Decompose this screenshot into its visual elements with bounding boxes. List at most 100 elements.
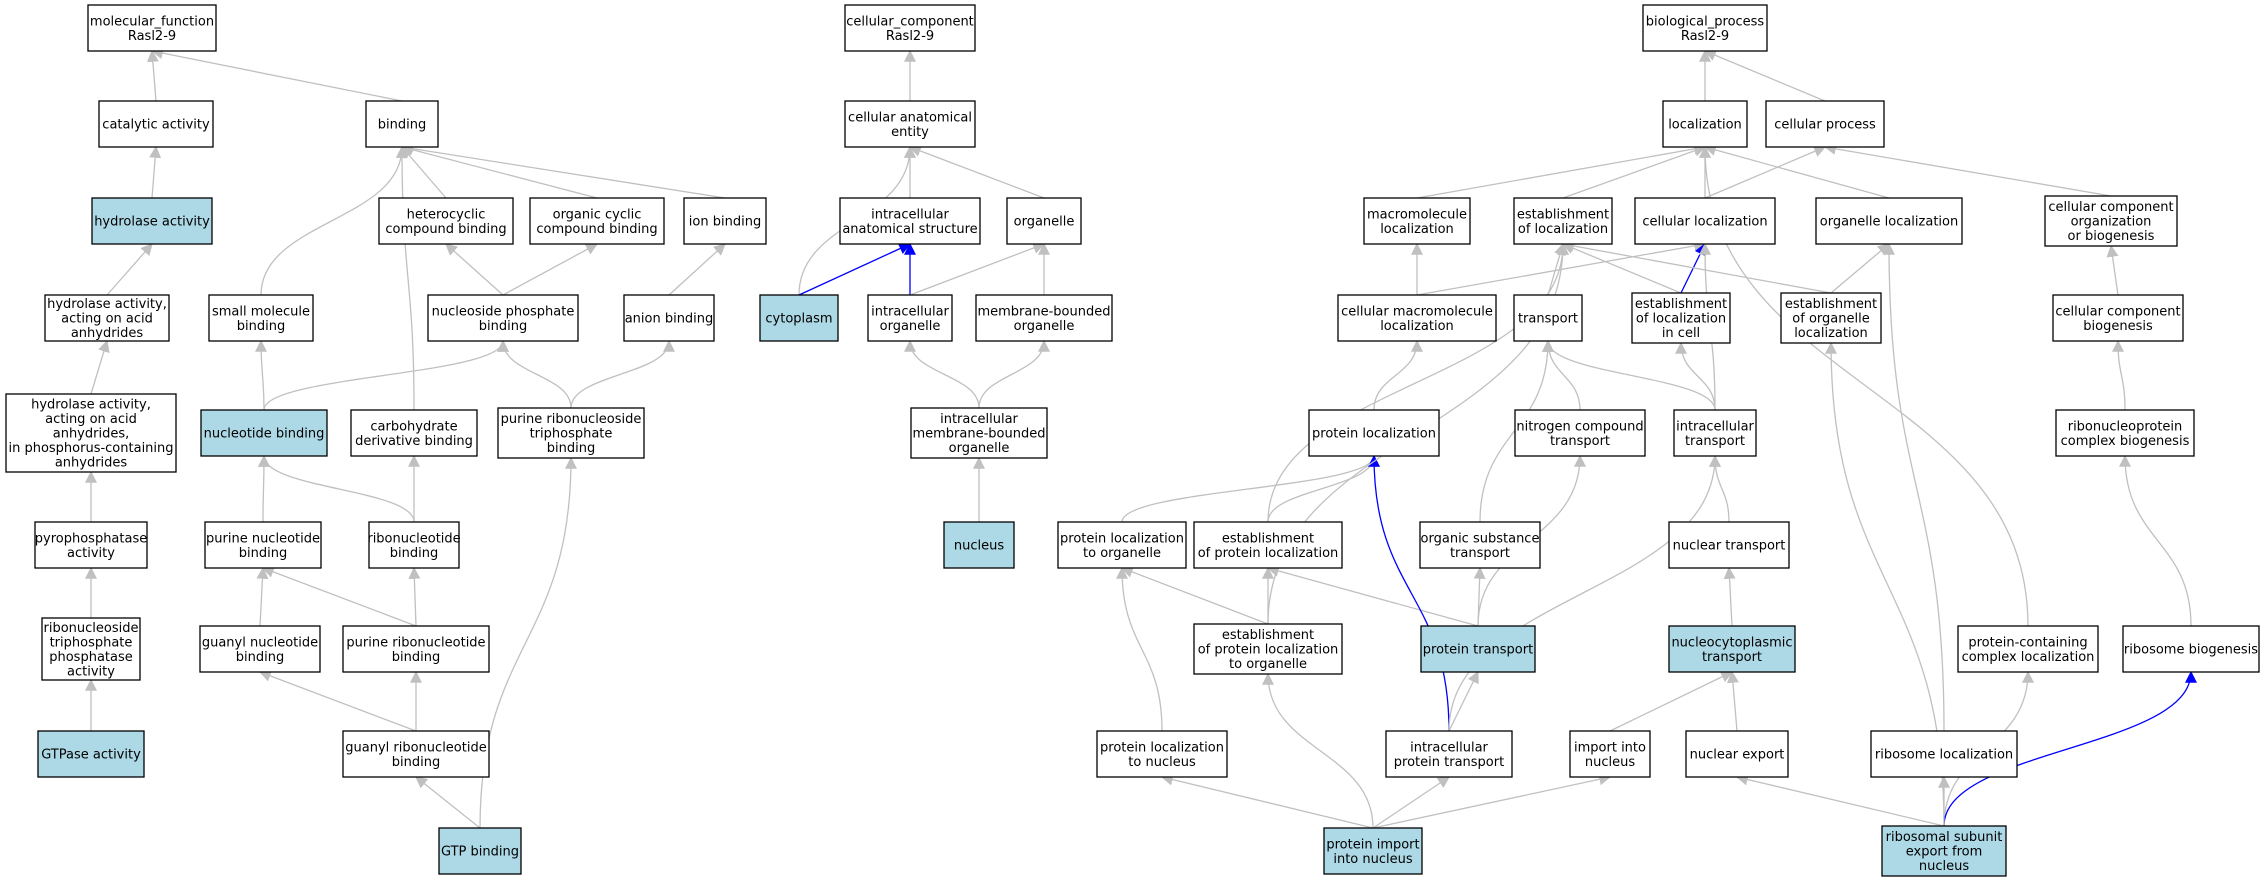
edge-intracell_membrane_organelle-to-membrane_organelle	[978, 339, 1050, 409]
node-anion-binding: anion binding	[623, 294, 715, 342]
node-box	[1780, 292, 1882, 344]
node-label: establishment	[1785, 297, 1877, 312]
node-label: transport	[1685, 434, 1745, 449]
edge-heterocyclic-to-binding	[401, 146, 447, 199]
edge-intracell_prot_transport-to-protein_transport	[1448, 670, 1479, 732]
node-label: cytoplasm	[765, 312, 832, 327]
node-label: pyrophosphatase	[35, 531, 147, 546]
edge-gtp_binding-to-purine_ribonucleoside_tp	[479, 456, 577, 829]
node-transport: transport	[1513, 294, 1583, 342]
node-label: molecular_function	[90, 14, 214, 29]
edge-intracell_transport-to-est_loc_cell	[1675, 341, 1716, 411]
node-label: or biogenesis	[2068, 229, 2155, 244]
node-label: cellular component	[2055, 304, 2180, 319]
edge-cc_biogenesis-to-cc_org	[2106, 244, 2119, 296]
node-label: ribosome biogenesis	[2124, 643, 2258, 658]
edge-intracell_prot_transport-to-intracell_transport	[1448, 454, 1721, 732]
node-label: of protein localization	[1198, 643, 1339, 658]
node-label: transport	[1450, 546, 1510, 561]
node-label: localization	[1380, 319, 1454, 334]
node-nucleotide-binding: nucleotide binding	[200, 409, 328, 457]
node-organelle-loc: organelle localization	[1815, 197, 1963, 245]
edge-purine_ribonucleotide-to-purine_nucleotide	[261, 566, 417, 627]
edge-import_nucleus-to-nucleocyto_transport	[1609, 671, 1734, 732]
node-label: Rasl2-9	[1681, 29, 1729, 44]
node-box	[438, 827, 522, 875]
node-box	[37, 730, 145, 778]
node-box	[2055, 409, 2195, 457]
edge-anion_binding-to-ion_binding	[668, 243, 726, 296]
node-box	[199, 625, 321, 673]
node-box	[1514, 409, 1646, 457]
node-label: purine ribonucleoside	[501, 412, 642, 427]
node-box	[41, 617, 141, 681]
node-box	[1685, 730, 1789, 778]
node-label: complex biogenesis	[2061, 434, 2190, 449]
edge-organic_transport-to-transport	[1479, 339, 1554, 523]
node-label: establishment	[1635, 297, 1727, 312]
node-label: binding	[236, 650, 284, 665]
edge-nucleocyto_transport-to-nuclear_transport	[1723, 566, 1736, 627]
node-box	[1668, 521, 1790, 569]
node-box	[1513, 197, 1613, 245]
node-box	[208, 294, 314, 342]
node-label: intracellular	[940, 412, 1018, 427]
edge-ion_binding-to-binding	[400, 142, 726, 199]
node-box	[204, 521, 322, 569]
edge-cytoplasm-to-intracell_anat	[798, 243, 912, 296]
node-label: purine ribonucleotide	[346, 635, 485, 650]
edge-protein_import_nucleus-to-est_prot_loc_organelle	[1262, 672, 1374, 829]
node-label: cellular process	[1774, 118, 1876, 133]
node-label: Rasl2-9	[886, 29, 934, 44]
node-box	[1006, 197, 1082, 245]
node-label: organic cyclic	[553, 207, 642, 222]
node-label: phosphatase	[49, 650, 133, 665]
node-label: nucleus	[1919, 859, 1969, 874]
node-label: nucleotide binding	[204, 427, 325, 442]
node-box	[1057, 521, 1187, 569]
node-label: to nucleus	[1128, 755, 1196, 770]
node-label: of localization	[1636, 312, 1726, 327]
node-label: hydrolase activity,	[31, 398, 151, 413]
edge-nucleoside_phos-to-organic_cyclic	[502, 243, 599, 296]
node-label: protein localization	[1100, 740, 1224, 755]
node-rntp-phosphatase: ribonucleosidetriphosphatephosphataseact…	[41, 617, 141, 681]
node-box	[200, 409, 328, 457]
node-label: protein localization	[1060, 531, 1184, 546]
edge-protein_import_nucleus-to-import_nucleus	[1372, 773, 1612, 829]
node-box	[1673, 409, 1757, 457]
node-label: organelle	[1014, 319, 1075, 334]
node-label: binding	[378, 118, 426, 133]
node-label: intracellular	[1676, 419, 1754, 434]
node-box	[1642, 4, 1768, 52]
node-label: organic substance	[1421, 531, 1540, 546]
node-box	[839, 197, 981, 245]
node-label: intracellular	[871, 207, 949, 222]
edge-prot_loc_nucleus-to-prot_loc_organelle	[1116, 566, 1163, 732]
node-label: in cell	[1662, 326, 1700, 341]
node-label: guanyl ribonucleotide	[345, 740, 486, 755]
node-ribosome-biogenesis: ribosome biogenesis	[2122, 625, 2260, 673]
edge-intracell_transport-to-transport	[1542, 339, 1716, 411]
edge-est_prot_loc_organelle-to-prot_loc_organelle	[1120, 566, 1269, 625]
edge-est_organelle_loc-to-est_loc	[1561, 240, 1832, 294]
edge-purine_ribonucleoside_tp-to-anion_binding	[570, 339, 675, 409]
node-label: into nucleus	[1333, 852, 1413, 867]
node-gtp-binding: GTP binding	[438, 827, 522, 875]
